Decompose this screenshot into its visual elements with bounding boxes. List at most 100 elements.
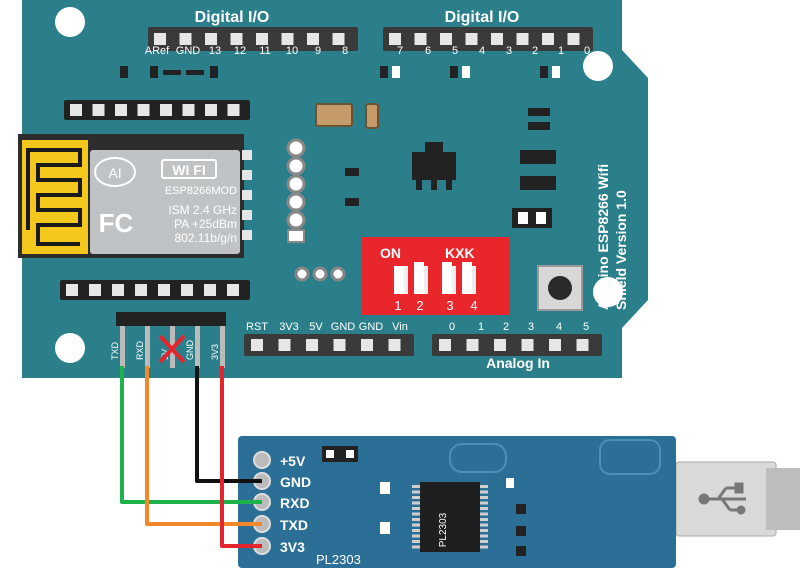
smd-part: [516, 504, 526, 514]
esp-module-pin: [242, 170, 252, 180]
pin-label-4: 4: [479, 45, 485, 57]
chip-leg: [480, 518, 488, 521]
voltage-regulator: [412, 142, 456, 190]
smd-pad: [536, 212, 546, 224]
mounting-hole: [593, 277, 623, 307]
module-spec-1: ISM 2.4 GHz: [168, 203, 237, 217]
switch-num-4: 4: [470, 298, 477, 313]
usb-symbol-icon: [698, 482, 746, 515]
dip-switch-2[interactable]: [414, 262, 424, 294]
smd-part: [520, 176, 556, 190]
chip-leg: [480, 534, 488, 538]
analog-pin-1: 1: [478, 321, 484, 333]
header-pin: [230, 33, 243, 45]
chip-leg: [412, 540, 420, 543]
esp-header-pin: [66, 284, 78, 296]
dip-switch-block: ON KXK 1 2 3 4: [362, 237, 510, 315]
chip-leg: [412, 507, 420, 510]
power-pin-rst: RST: [246, 321, 268, 333]
pin-label-7: 7: [397, 45, 403, 57]
converter-led-area: [449, 443, 507, 473]
analog-pin-3: 3: [528, 321, 534, 333]
esp-module-pin: [242, 230, 252, 240]
smd-part: [516, 526, 526, 536]
shield-title-line1: Arduino ESP8266 Wifi: [595, 164, 611, 310]
smd-resistor: [345, 168, 359, 176]
esp-pin-gnd: GND: [185, 340, 195, 361]
chip-leg: [412, 534, 420, 538]
digital-header-left: [148, 27, 358, 51]
analog-header-pin: [494, 339, 506, 351]
pin-label-gnd: GND: [176, 45, 201, 57]
chip-leg: [480, 540, 488, 543]
analog-header-pin: [466, 339, 479, 351]
chip-leg: [480, 496, 488, 499]
dip-switch-pcb: [362, 237, 510, 315]
chip-leg: [480, 523, 488, 527]
shield-title-line2: Shield Version 1.0: [613, 190, 629, 310]
header-pin: [179, 33, 192, 45]
power-pin-3v3: 3V3: [279, 321, 299, 333]
usb-cable: [675, 461, 800, 537]
mounting-hole: [55, 7, 85, 37]
esp-header-pin: [70, 104, 82, 116]
chip-leg: [412, 501, 420, 505]
mounting-hole: [55, 333, 85, 363]
dip-switch-3[interactable]: [442, 262, 452, 294]
header-pin: [440, 33, 452, 45]
chip-leg: [412, 496, 420, 499]
chip-leg: [412, 518, 420, 521]
reset-button[interactable]: [537, 265, 583, 311]
switch-on-label: ON: [380, 245, 401, 261]
dip-switch-1[interactable]: [394, 266, 404, 294]
ai-thinker-logo: [94, 157, 136, 187]
smd-part: [528, 108, 550, 116]
header-pin: [567, 33, 580, 45]
pin-label-2: 2: [532, 45, 538, 57]
converter-mount: [599, 439, 661, 475]
esp-header-top: [64, 100, 250, 120]
analog-header-pin: [521, 339, 534, 351]
switch-num-3: 3: [446, 298, 453, 313]
analog-pin-0: 0: [449, 321, 455, 333]
antenna-trace: [26, 148, 82, 246]
fc-mark: FC: [99, 208, 134, 238]
esp-pin-rxd: RXD: [135, 340, 145, 360]
wifi-logo-text: WI FI: [172, 162, 205, 178]
header-pin: [332, 33, 345, 45]
ai-logo-text: AI: [108, 165, 121, 181]
wire-3v3: [220, 366, 262, 548]
esp-header-pin: [227, 284, 239, 296]
pin-label-13: 13: [209, 45, 221, 57]
pin-label-6: 6: [425, 45, 431, 57]
dip-switch-4[interactable]: [462, 262, 472, 294]
chip-leg: [480, 485, 488, 488]
digital-header-right: [383, 27, 593, 51]
converter-board-label: PL2303: [316, 552, 361, 567]
smd-pad: [380, 482, 390, 494]
smd-pad: [506, 478, 514, 488]
analog-header-pin: [549, 339, 561, 351]
esp-header-pin: [205, 104, 217, 116]
pin-label-3: 3: [506, 45, 512, 57]
power-pin-gnd2: GND: [359, 321, 384, 333]
converter-pin-rxd: RXD: [280, 495, 310, 511]
esp-header-pin: [135, 284, 147, 296]
switch-num-2: 2: [416, 298, 423, 313]
analog-in-label: Analog In: [486, 355, 550, 371]
rf-shield-can: [90, 150, 240, 254]
pin-label-12: 12: [234, 45, 246, 57]
pin-label-1: 1: [558, 45, 564, 57]
power-header-pin: [333, 339, 346, 351]
smd-pad: [518, 212, 528, 224]
tantalum-capacitor: [315, 103, 353, 127]
analog-header-pin: [439, 339, 451, 351]
jumper-pads: [294, 266, 346, 282]
chip-leg: [480, 529, 488, 532]
converter-pin-txd: TXD: [280, 517, 308, 533]
smd-part: [520, 150, 556, 164]
wire-gnd: [195, 366, 262, 483]
pin-label-0: 0: [584, 45, 590, 57]
